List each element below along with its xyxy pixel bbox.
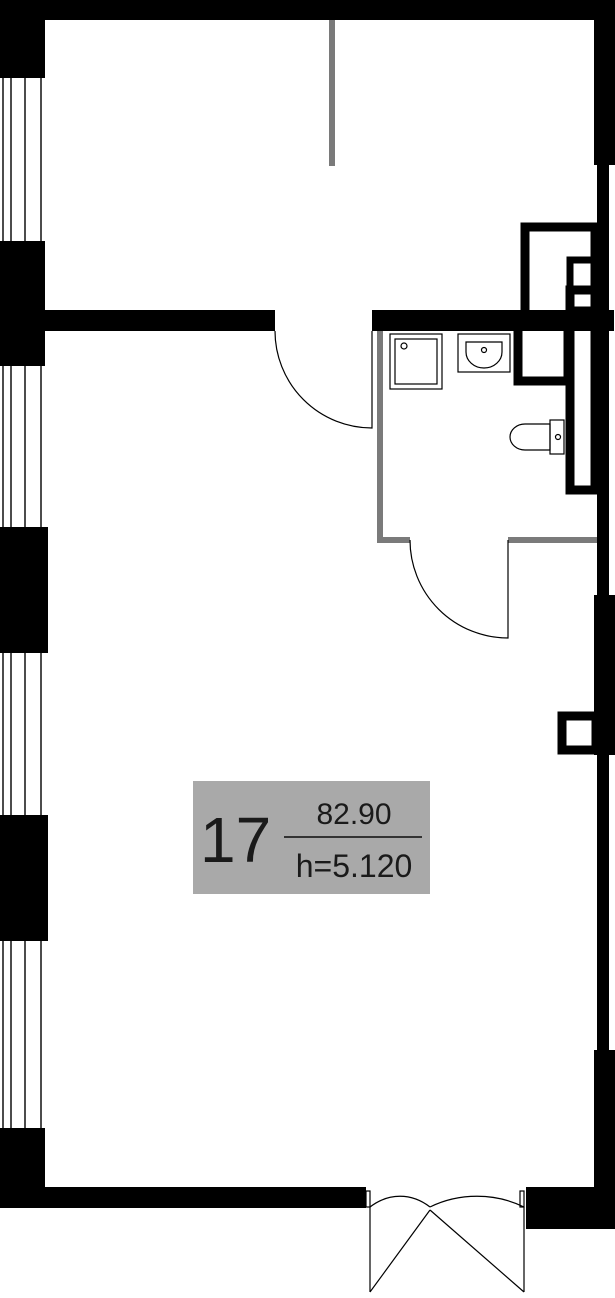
door-main-entrance bbox=[365, 1190, 525, 1293]
right-wall-segment bbox=[594, 1050, 615, 1200]
door-bathroom bbox=[409, 539, 509, 639]
door-room-entry bbox=[274, 330, 373, 429]
right-wall-upper bbox=[594, 0, 615, 165]
windows bbox=[2, 78, 42, 1128]
room-area: 82.90 bbox=[316, 798, 392, 831]
label-divider bbox=[284, 836, 422, 838]
door-swings bbox=[274, 330, 525, 1293]
window bbox=[2, 366, 42, 527]
left-wall-segment bbox=[0, 241, 45, 366]
room-number: 17 bbox=[200, 804, 272, 876]
left-wall-segment bbox=[0, 815, 48, 941]
window bbox=[2, 78, 42, 241]
left-wall-segment bbox=[0, 527, 48, 653]
top-wall bbox=[0, 0, 615, 20]
left-wall-segment bbox=[0, 0, 45, 78]
horizontal-wall-left bbox=[40, 310, 275, 331]
window bbox=[2, 941, 42, 1128]
ventilation-shaft bbox=[513, 222, 601, 755]
sink bbox=[457, 333, 511, 373]
window bbox=[2, 653, 42, 815]
toilet bbox=[509, 419, 565, 455]
bottom-wall-left bbox=[0, 1187, 366, 1208]
exterior-walls bbox=[0, 0, 615, 1229]
bathroom-partitions bbox=[377, 331, 597, 543]
ceiling-height: h=5.120 bbox=[295, 848, 413, 884]
shower-tray bbox=[389, 333, 443, 390]
